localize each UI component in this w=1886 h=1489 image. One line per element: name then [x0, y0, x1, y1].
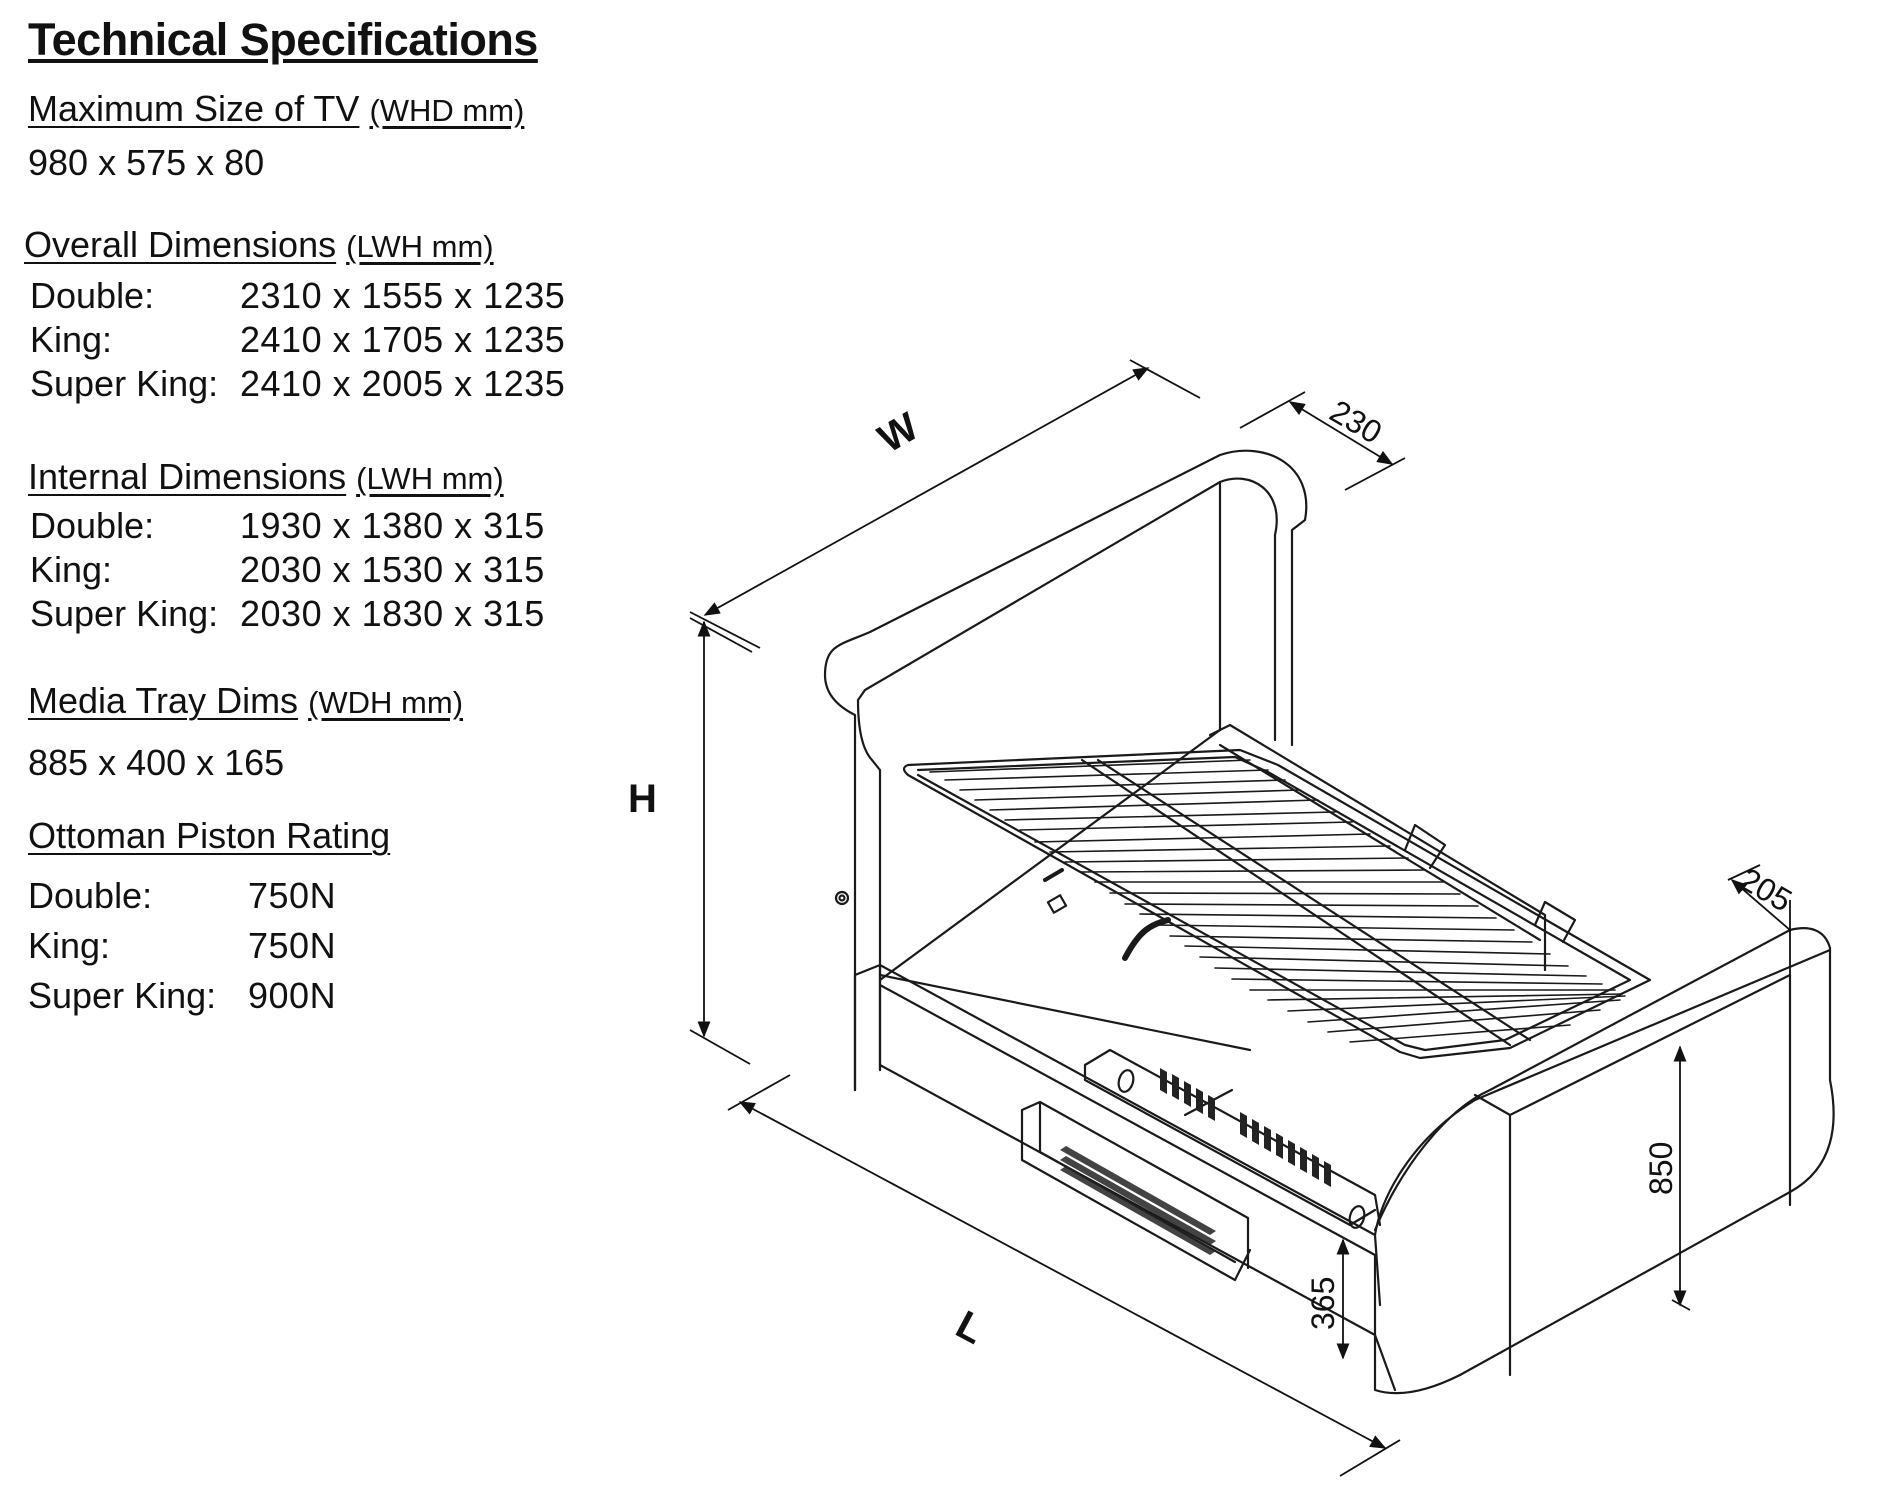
size-label: King: — [30, 319, 113, 360]
size-label: Super King: — [30, 363, 219, 404]
size-label: King: — [28, 925, 111, 966]
overall-row-double: Double: 2310 x 1555 x 1235 — [30, 274, 565, 318]
dimension-365-label: 365 — [1305, 1277, 1341, 1330]
overall-dimensions-unit: (LWH mm) — [346, 229, 494, 264]
dimension-l-label: L — [949, 1303, 991, 1353]
size-label: Double: — [30, 275, 155, 316]
slat-platform-outline — [902, 748, 1652, 1060]
piston-value: 750N — [248, 875, 337, 916]
tv-size-value: 980 x 575 x 80 — [28, 142, 265, 183]
media-tray-section: Media Tray Dims (WDH mm) 885 x 400 x 165 — [28, 680, 463, 784]
size-value: 1930 x 1380 x 315 — [240, 505, 545, 546]
media-tray-unit: (WDH mm) — [308, 685, 464, 720]
piston-bracket — [1046, 894, 1068, 914]
page-title: Technical Specifications — [28, 14, 538, 65]
size-value: 2410 x 1705 x 1235 — [240, 319, 566, 360]
dimension-850-label: 850 — [1643, 1142, 1679, 1195]
media-tray-value: 885 x 400 x 165 — [28, 742, 285, 783]
media-tray-heading: Media Tray Dims — [28, 680, 299, 721]
piston-row-double: Double: 750N — [28, 871, 390, 921]
size-label: Double: — [28, 875, 153, 916]
internal-base-lines — [878, 728, 1252, 1052]
dimension-230 — [1288, 401, 1394, 465]
internal-row-super-king: Super King: 2030 x 1830 x 315 — [30, 592, 545, 636]
footboard-block — [1373, 927, 1835, 1395]
internal-dimensions-unit: (LWH mm) — [356, 461, 504, 496]
headboard-inner-outline — [856, 477, 1278, 1072]
internal-dimensions-heading: Internal Dimensions — [28, 456, 347, 497]
lift-handle — [1403, 823, 1447, 870]
dimension-lines — [689, 359, 1791, 1477]
dimension-labels: W H L 230 205 850 365 — [628, 393, 1798, 1353]
slat-lines — [929, 759, 1626, 1043]
piston-value: 900N — [248, 975, 337, 1016]
dimension-205-label: 205 — [1734, 861, 1798, 919]
piston-rating-section: Ottoman Piston Rating Double: 750N King: 7… — [28, 815, 390, 1021]
size-value: 2030 x 1530 x 315 — [240, 549, 545, 590]
size-label: Super King: — [28, 975, 217, 1016]
size-value: 2410 x 2005 x 1235 — [240, 363, 566, 404]
cable-port-icon — [1117, 1069, 1135, 1093]
dimension-l — [738, 1101, 1387, 1449]
overall-dimensions-section: Overall Dimensions (LWH mm) Double: 2310 … — [24, 224, 565, 406]
size-label: Super King: — [30, 593, 219, 634]
internal-dimensions-section: Internal Dimensions (LWH mm) Double: 1930… — [28, 456, 545, 636]
internal-row-double: Double: 1930 x 1380 x 315 — [30, 504, 545, 548]
piston-rating-heading: Ottoman Piston Rating — [28, 815, 391, 856]
size-label: King: — [30, 549, 113, 590]
headboard-outline — [823, 449, 1308, 1092]
dimension-w-label: W — [871, 404, 926, 461]
tv-size-heading: Maximum Size of TV — [28, 88, 360, 129]
internal-row-king: King: 2030 x 1530 x 315 — [30, 548, 545, 592]
size-value: 2030 x 1830 x 315 — [240, 593, 545, 634]
piston-value: 750N — [248, 925, 337, 966]
overall-row-super-king: Super King: 2410 x 2005 x 1235 — [30, 362, 565, 406]
dimension-w — [703, 367, 1150, 616]
dimension-h-label: H — [628, 777, 657, 821]
dimension-230-label: 230 — [1324, 393, 1388, 451]
overall-row-king: King: 2410 x 1705 x 1235 — [30, 318, 565, 362]
gas-strut — [1122, 917, 1171, 961]
lift-handle — [1533, 900, 1577, 944]
dimension-205 — [1730, 878, 1791, 931]
size-label: Double: — [30, 505, 155, 546]
piston-row-super-king: Super King: 900N — [28, 971, 390, 1021]
piston-row-king: King: 750N — [28, 921, 390, 971]
overall-dimensions-heading: Overall Dimensions — [24, 224, 337, 265]
tv-size-unit: (WHD mm) — [369, 93, 525, 128]
size-value: 2310 x 1555 x 1235 — [240, 275, 566, 316]
tv-size-section: Maximum Size of TV (WHD mm) 980 x 575 x … — [28, 88, 524, 184]
headboard-bolt-icon — [834, 890, 850, 906]
